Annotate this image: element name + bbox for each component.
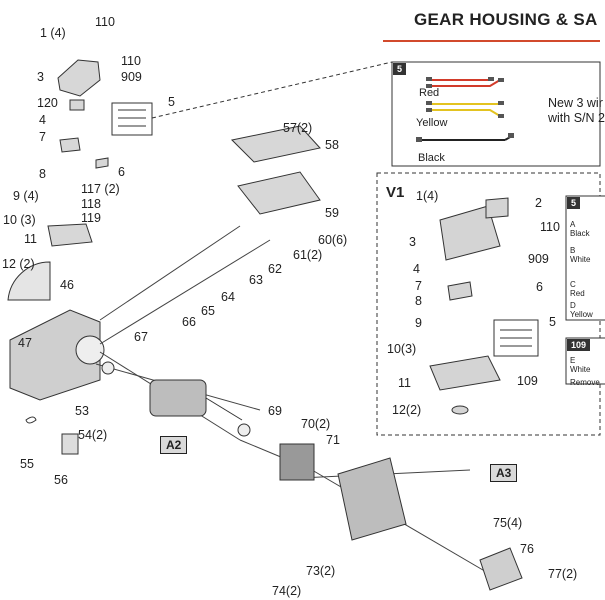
v1-callout-10: 10(3) xyxy=(387,342,417,356)
wheel-guard-46 xyxy=(7,261,51,301)
v1-callout-909: 909 xyxy=(528,252,549,266)
v1-callout-110: 110 xyxy=(540,220,560,234)
v1-callout-7: 7 xyxy=(415,279,422,293)
v1-callout-5: 5 xyxy=(549,315,556,329)
callout-8: 8 xyxy=(39,167,46,181)
switch-plate xyxy=(47,223,93,247)
callout-118: 118 xyxy=(81,197,101,211)
wires-note-line2: with S/N 2 xyxy=(548,111,605,125)
callout-1-4: 1 (4) xyxy=(40,26,66,40)
callout-67: 67 xyxy=(134,330,148,344)
callout-61: 61(2) xyxy=(293,248,323,262)
callout-5: 5 xyxy=(168,95,175,109)
plate-59 xyxy=(237,171,321,215)
side-item-b-label: White xyxy=(570,255,591,264)
callout-110-top: 110 xyxy=(95,15,115,29)
armature-a2 xyxy=(149,379,207,417)
box109-number: 109 xyxy=(567,339,591,351)
callout-120: 120 xyxy=(37,96,58,110)
callout-6: 6 xyxy=(118,165,125,179)
callout-70: 70(2) xyxy=(301,417,331,431)
callout-59: 59 xyxy=(325,206,339,220)
side-item-c: C xyxy=(570,280,576,289)
callout-53: 53 xyxy=(75,404,89,418)
callout-65: 65 xyxy=(201,304,215,318)
callout-58: 58 xyxy=(325,138,339,152)
v1-end-cap xyxy=(439,205,501,261)
callout-7: 7 xyxy=(39,130,46,144)
callout-63: 63 xyxy=(249,273,263,287)
callout-909: 909 xyxy=(121,70,142,84)
gear-housing-47 xyxy=(9,309,101,401)
v1-switch-plate xyxy=(429,355,501,391)
side-item-d-label: Yellow xyxy=(570,310,593,319)
v1-callout-3: 3 xyxy=(409,235,416,249)
black-wire-label: Black xyxy=(418,152,445,164)
v1-callout-1: 1(4) xyxy=(416,189,439,203)
v1-callout-6: 6 xyxy=(536,280,543,294)
callout-64: 64 xyxy=(221,290,235,304)
sleeve-56 xyxy=(61,433,79,455)
wires-note-line1: New 3 wir xyxy=(548,96,603,110)
field-71 xyxy=(279,443,315,481)
v1-callout-9: 9 xyxy=(415,316,422,330)
v1-callout-12: 12(2) xyxy=(392,403,422,417)
v1-callout-11: 11 xyxy=(398,376,411,390)
box109-item-e-label: White xyxy=(570,365,591,374)
callout-11: 11 xyxy=(24,232,37,246)
callout-77: 77(2) xyxy=(548,567,578,581)
callout-60: 60(6) xyxy=(318,233,348,247)
v1-callout-109: 109 xyxy=(517,374,538,388)
callout-54: 54(2) xyxy=(78,428,108,442)
side-item-c-label: Red xyxy=(570,289,585,298)
title-underline xyxy=(383,40,600,42)
callout-4: 4 xyxy=(39,113,46,127)
page-title: GEAR HOUSING & SA xyxy=(414,10,598,29)
assembly-tag-a2: A2 xyxy=(160,436,188,454)
side-item-d: D xyxy=(570,301,576,310)
box109-note: Remove xyxy=(570,378,600,387)
v1-title: V1 xyxy=(386,184,405,201)
callout-9-4: 9 (4) xyxy=(13,189,39,203)
red-wire-label: Red xyxy=(419,87,440,99)
callout-56: 56 xyxy=(54,473,68,487)
side-item-a-label: Black xyxy=(570,229,590,238)
v1-side-box-number: 5 xyxy=(567,197,581,209)
callout-47: 47 xyxy=(18,336,32,350)
v1-callout-8: 8 xyxy=(415,294,422,308)
top-cover-58 xyxy=(230,125,321,163)
callout-62: 62 xyxy=(268,262,282,276)
box109-item-e: E xyxy=(570,356,576,365)
v1-callout-4: 4 xyxy=(413,262,420,276)
assembly-tag-a3: A3 xyxy=(490,464,518,482)
inset-lead-line xyxy=(151,61,393,119)
callout-73: 73(2) xyxy=(306,564,336,578)
wires-box-number: 5 xyxy=(393,63,407,75)
callout-46: 46 xyxy=(60,278,74,292)
motor-housing-a3 xyxy=(337,457,407,541)
yellow-wire-label: Yellow xyxy=(416,117,448,129)
callout-3: 3 xyxy=(37,70,44,84)
callout-55: 55 xyxy=(20,457,34,471)
side-item-a: A xyxy=(570,220,576,229)
end-cap-part xyxy=(57,59,101,97)
callout-66: 66 xyxy=(182,315,196,329)
callout-69: 69 xyxy=(268,404,282,418)
callout-117: 117 (2) xyxy=(81,182,120,196)
callout-76: 76 xyxy=(520,542,534,556)
callout-71: 71 xyxy=(326,433,340,447)
callout-110: 110 xyxy=(121,54,141,68)
callout-10-3: 10 (3) xyxy=(3,213,36,227)
callout-74: 74(2) xyxy=(272,584,302,598)
side-item-b: B xyxy=(570,246,576,255)
callout-119: 119 xyxy=(81,211,101,225)
callout-75: 75(4) xyxy=(493,516,523,530)
rear-cover-76 xyxy=(479,547,523,591)
callout-12-2: 12 (2) xyxy=(2,257,35,271)
v1-callout-2: 2 xyxy=(535,196,542,210)
callout-57: 57(2) xyxy=(283,121,313,135)
